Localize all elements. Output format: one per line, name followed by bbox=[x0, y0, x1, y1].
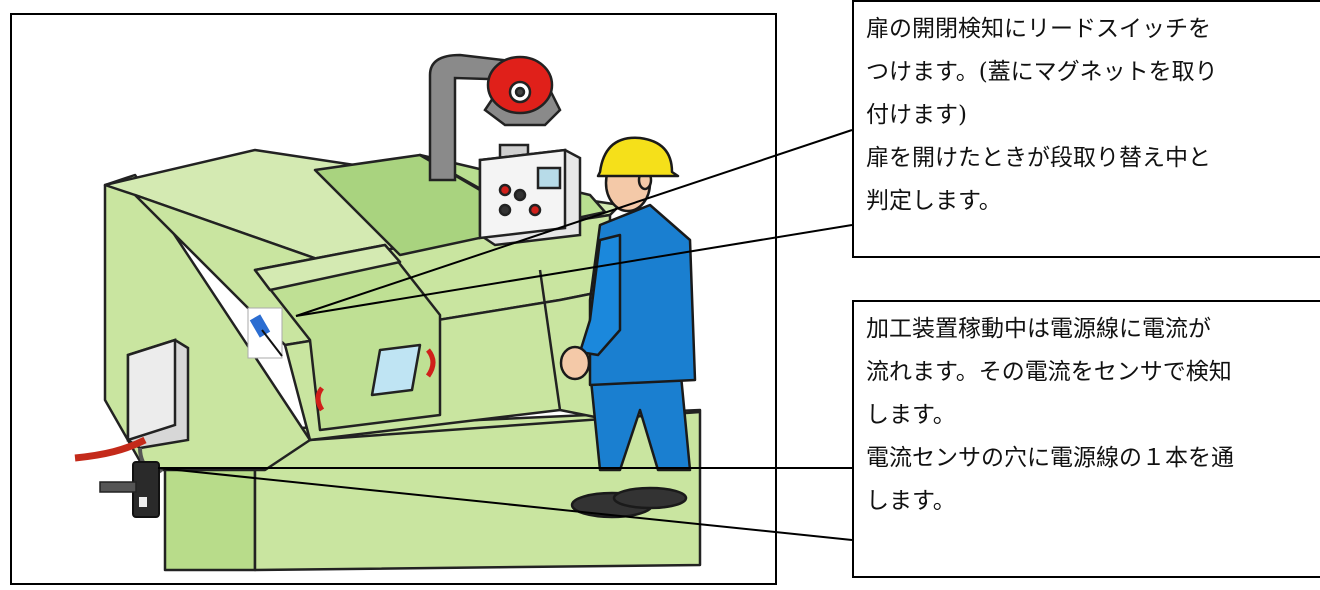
current-sensor bbox=[99, 461, 160, 518]
callout-text-line: 電流センサの穴に電源線の１本を通 bbox=[866, 445, 1234, 471]
door-handle-right bbox=[425, 348, 436, 378]
callout-reed-switch: 扉の開閉検知にリードスイッチを つけます。(蓋にマグネットを取り 付けます) 扉… bbox=[852, 0, 1320, 258]
door-window bbox=[370, 343, 422, 397]
callout-current-sensor: 加工装置稼動中は電源線に電流が 流れます。その電流をセンサで検知 します。 電流… bbox=[852, 300, 1320, 578]
power-cable-red bbox=[74, 436, 147, 462]
door-handle-left bbox=[315, 386, 325, 412]
control-panel bbox=[478, 143, 582, 247]
illustration-frame bbox=[10, 13, 777, 585]
machine-door-top bbox=[253, 243, 402, 292]
callout-pointers bbox=[157, 129, 853, 541]
control-screen bbox=[536, 166, 562, 190]
electrical-box bbox=[126, 338, 190, 450]
callout-text-line: 判定します。 bbox=[866, 188, 1002, 214]
callout-text-line: 扉の開閉検知にリードスイッチを bbox=[866, 16, 1211, 42]
worker-legs bbox=[588, 363, 692, 472]
pointer-bottom-b bbox=[157, 467, 853, 541]
callout-text-line: つけます。(蓋にマグネットを取り bbox=[866, 59, 1218, 85]
callout-text-line: します。 bbox=[866, 488, 956, 514]
pointer-top-a bbox=[295, 129, 853, 317]
reed-switch-marker bbox=[247, 307, 283, 359]
callout-text-line: 付けます) bbox=[866, 102, 967, 128]
machine-section-line bbox=[538, 269, 562, 411]
helmet bbox=[596, 136, 680, 178]
signal-tower bbox=[428, 53, 562, 182]
callout-text-line: 加工装置稼動中は電源線に電流が bbox=[866, 316, 1211, 342]
callout-text-line: 流れます。その電流をセンサで検知 bbox=[866, 359, 1232, 385]
callout-text-line: 扉を開けたときが段取り替え中と bbox=[866, 145, 1211, 171]
pointer-top-b bbox=[295, 224, 853, 317]
worker-hand bbox=[559, 345, 591, 381]
callout-text-line: します。 bbox=[866, 402, 956, 428]
worker bbox=[559, 136, 697, 519]
machine-base-front bbox=[253, 408, 702, 572]
